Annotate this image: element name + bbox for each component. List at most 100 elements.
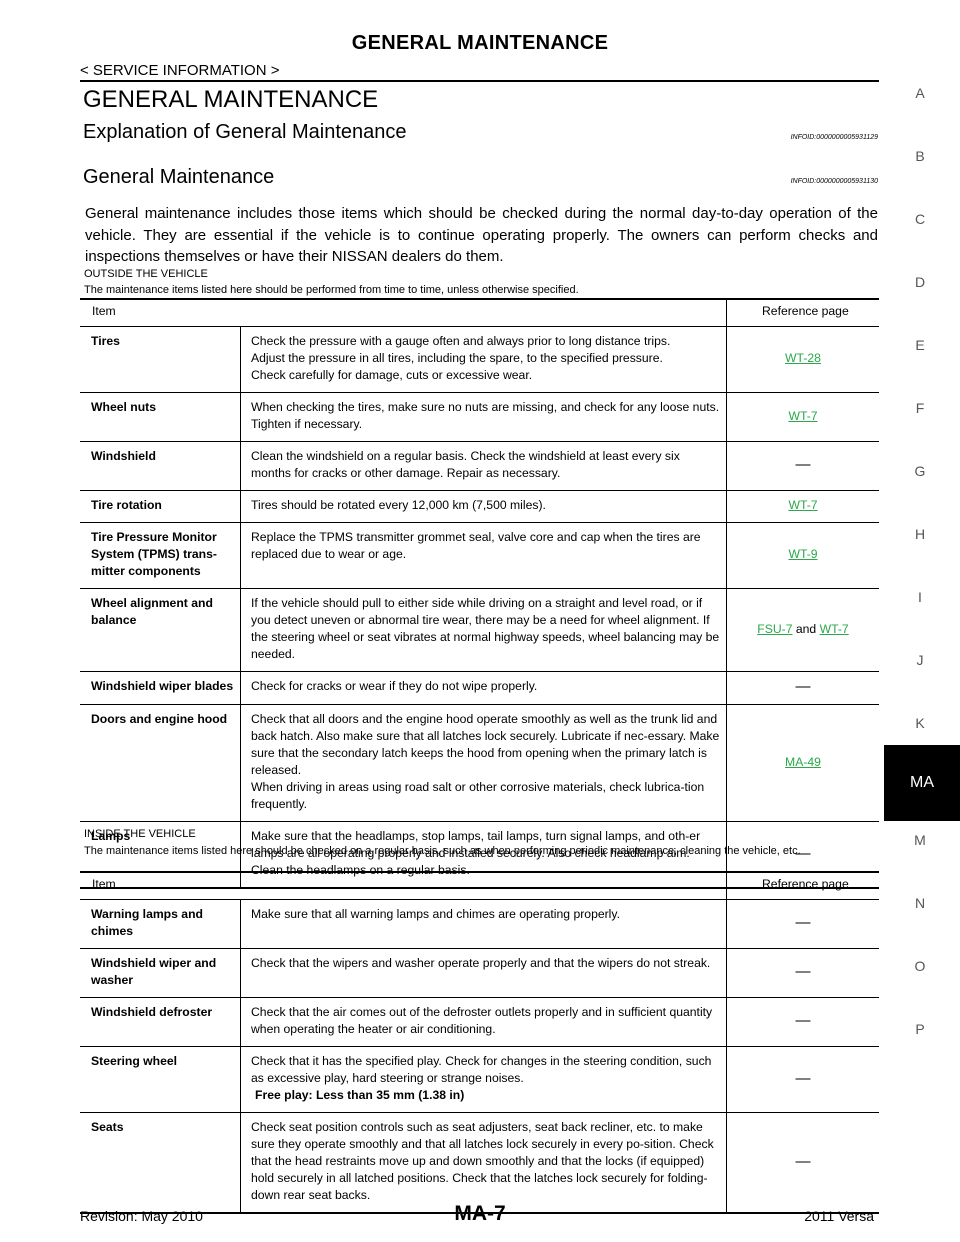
side-index-tab[interactable]: D (914, 274, 926, 290)
column-header-reference: Reference page (726, 298, 879, 327)
inside-note: The maintenance items listed here should… (84, 845, 801, 857)
side-index-tab[interactable]: G (914, 463, 926, 479)
reference-link[interactable]: WT-9 (788, 547, 818, 561)
side-index-tab[interactable]: M (914, 832, 926, 848)
no-reference-dash: — (795, 914, 811, 931)
description-cell: Check for cracks or wear if they do not … (240, 671, 727, 705)
reference-cell: MA-49 (726, 704, 879, 822)
outside-note: The maintenance items listed here should… (84, 284, 579, 296)
reference-cell: WT-28 (726, 326, 879, 393)
reference-cell: — (726, 899, 879, 949)
table-row: Tire Pressure Monitor System (TPMS) tran… (80, 522, 879, 589)
item-cell: Wheel alignment and balance (80, 588, 241, 672)
item-cell: Windshield wiper and washer (80, 948, 241, 998)
description-text: Replace the TPMS transmitter grommet sea… (251, 530, 701, 561)
description-text: Make sure that all warning lamps and chi… (251, 907, 620, 921)
info-id: INFOID:0000000005931129 (790, 134, 878, 141)
description-text: Check seat position controls such as sea… (251, 1120, 714, 1202)
outside-heading: OUTSIDE THE VEHICLE (84, 268, 208, 280)
description-text: If the vehicle should pull to either sid… (251, 596, 720, 661)
column-header-description (240, 871, 727, 900)
reference-link[interactable]: WT-7 (788, 408, 818, 423)
side-index-tab[interactable]: P (915, 1021, 925, 1037)
reference-cell: — (726, 441, 879, 491)
no-reference-dash: — (795, 963, 811, 980)
side-index-tab[interactable]: O (914, 958, 926, 974)
description-cell: Check that the air comes out of the defr… (240, 997, 727, 1047)
info-id: INFOID:0000000005931130 (790, 178, 878, 185)
description-cell: Check seat position controls such as sea… (240, 1112, 727, 1214)
item-cell: Doors and engine hood (80, 704, 241, 822)
side-index-tab[interactable]: F (915, 400, 925, 416)
side-index-tab[interactable]: J (916, 652, 924, 668)
table-header-row: Item Reference page (80, 298, 879, 327)
description-text: Check that the air comes out of the defr… (251, 1005, 713, 1036)
side-index-tab[interactable]: A (915, 85, 925, 101)
reference-cell: WT-7 (726, 490, 879, 523)
reference-cell: — (726, 671, 879, 705)
page-header-title: GENERAL MAINTENANCE (351, 32, 609, 54)
item-cell: Tires (80, 326, 241, 393)
reference-link[interactable]: MA-49 (785, 754, 821, 769)
reference-cell: WT-7 (726, 392, 879, 442)
description-cell: Replace the TPMS transmitter grommet sea… (240, 522, 727, 589)
header-rule (80, 80, 879, 82)
reference-link[interactable]: WT-7 (819, 621, 849, 636)
side-index-tab[interactable]: E (915, 337, 925, 353)
reference-join: and (792, 621, 820, 636)
side-index-tab[interactable]: H (914, 526, 926, 542)
side-index-tab[interactable]: B (915, 148, 925, 164)
footer-revision: Revision: May 2010 (80, 1208, 203, 1224)
footer-model: 2011 Versa (804, 1208, 874, 1224)
side-index-tab[interactable]: I (918, 589, 922, 605)
reference-link[interactable]: WT-7 (788, 498, 818, 512)
column-header-reference: Reference page (726, 871, 879, 900)
side-index-tab[interactable]: K (915, 715, 925, 731)
item-cell: Windshield wiper blades (80, 671, 241, 705)
description-text: When checking the tires, make sure no nu… (251, 400, 720, 431)
reference-link[interactable]: WT-28 (785, 351, 821, 365)
description-cell: When checking the tires, make sure no nu… (240, 392, 727, 442)
side-index-tab[interactable]: N (914, 895, 926, 911)
description-text: Check that all doors and the engine hood… (251, 712, 720, 811)
footer-page-number: MA-7 (454, 1202, 506, 1225)
reference-cell: — (726, 1046, 879, 1113)
reference-cell: FSU-7 and WT-7 (726, 588, 879, 672)
item-cell: Tire rotation (80, 490, 241, 523)
reference-cell: — (726, 997, 879, 1047)
column-header-item: Item (80, 871, 241, 900)
subsection-title: General Maintenance (83, 166, 275, 188)
description-text: Clean the windshield on a regular basis.… (251, 449, 680, 480)
reference-cell: — (726, 1112, 879, 1214)
reference-link[interactable]: FSU-7 (757, 621, 793, 636)
table-row: Windshield Clean the windshield on a regu… (80, 441, 879, 491)
no-reference-dash: — (795, 678, 811, 695)
no-reference-dash: — (795, 456, 811, 473)
specification-text: Free play: Less than 35 mm (1.38 in) (255, 1088, 465, 1102)
no-reference-dash: — (795, 1012, 811, 1029)
description-cell: Check that it has the specified play. Ch… (240, 1046, 727, 1113)
description-text: Tires should be rotated every 12,000 km … (251, 498, 546, 512)
inside-table-body: Warning lamps and chimes Make sure that a… (80, 899, 879, 1214)
side-index-tab[interactable]: C (914, 211, 926, 227)
inside-heading: INSIDE THE VEHICLE (84, 828, 196, 840)
description-text: Check the pressure with a gauge often an… (251, 334, 671, 382)
breadcrumb: < SERVICE INFORMATION > (80, 62, 280, 79)
item-cell: Warning lamps and chimes (80, 899, 241, 949)
item-cell: Windshield (80, 441, 241, 491)
table-header-row: Item Reference page (80, 871, 879, 900)
side-index-tab-active[interactable]: MA (884, 745, 960, 821)
description-cell: If the vehicle should pull to either sid… (240, 588, 727, 672)
description-cell: Make sure that all warning lamps and chi… (240, 899, 727, 949)
reference-cell: — (726, 948, 879, 998)
no-reference-dash: — (795, 1152, 811, 1170)
